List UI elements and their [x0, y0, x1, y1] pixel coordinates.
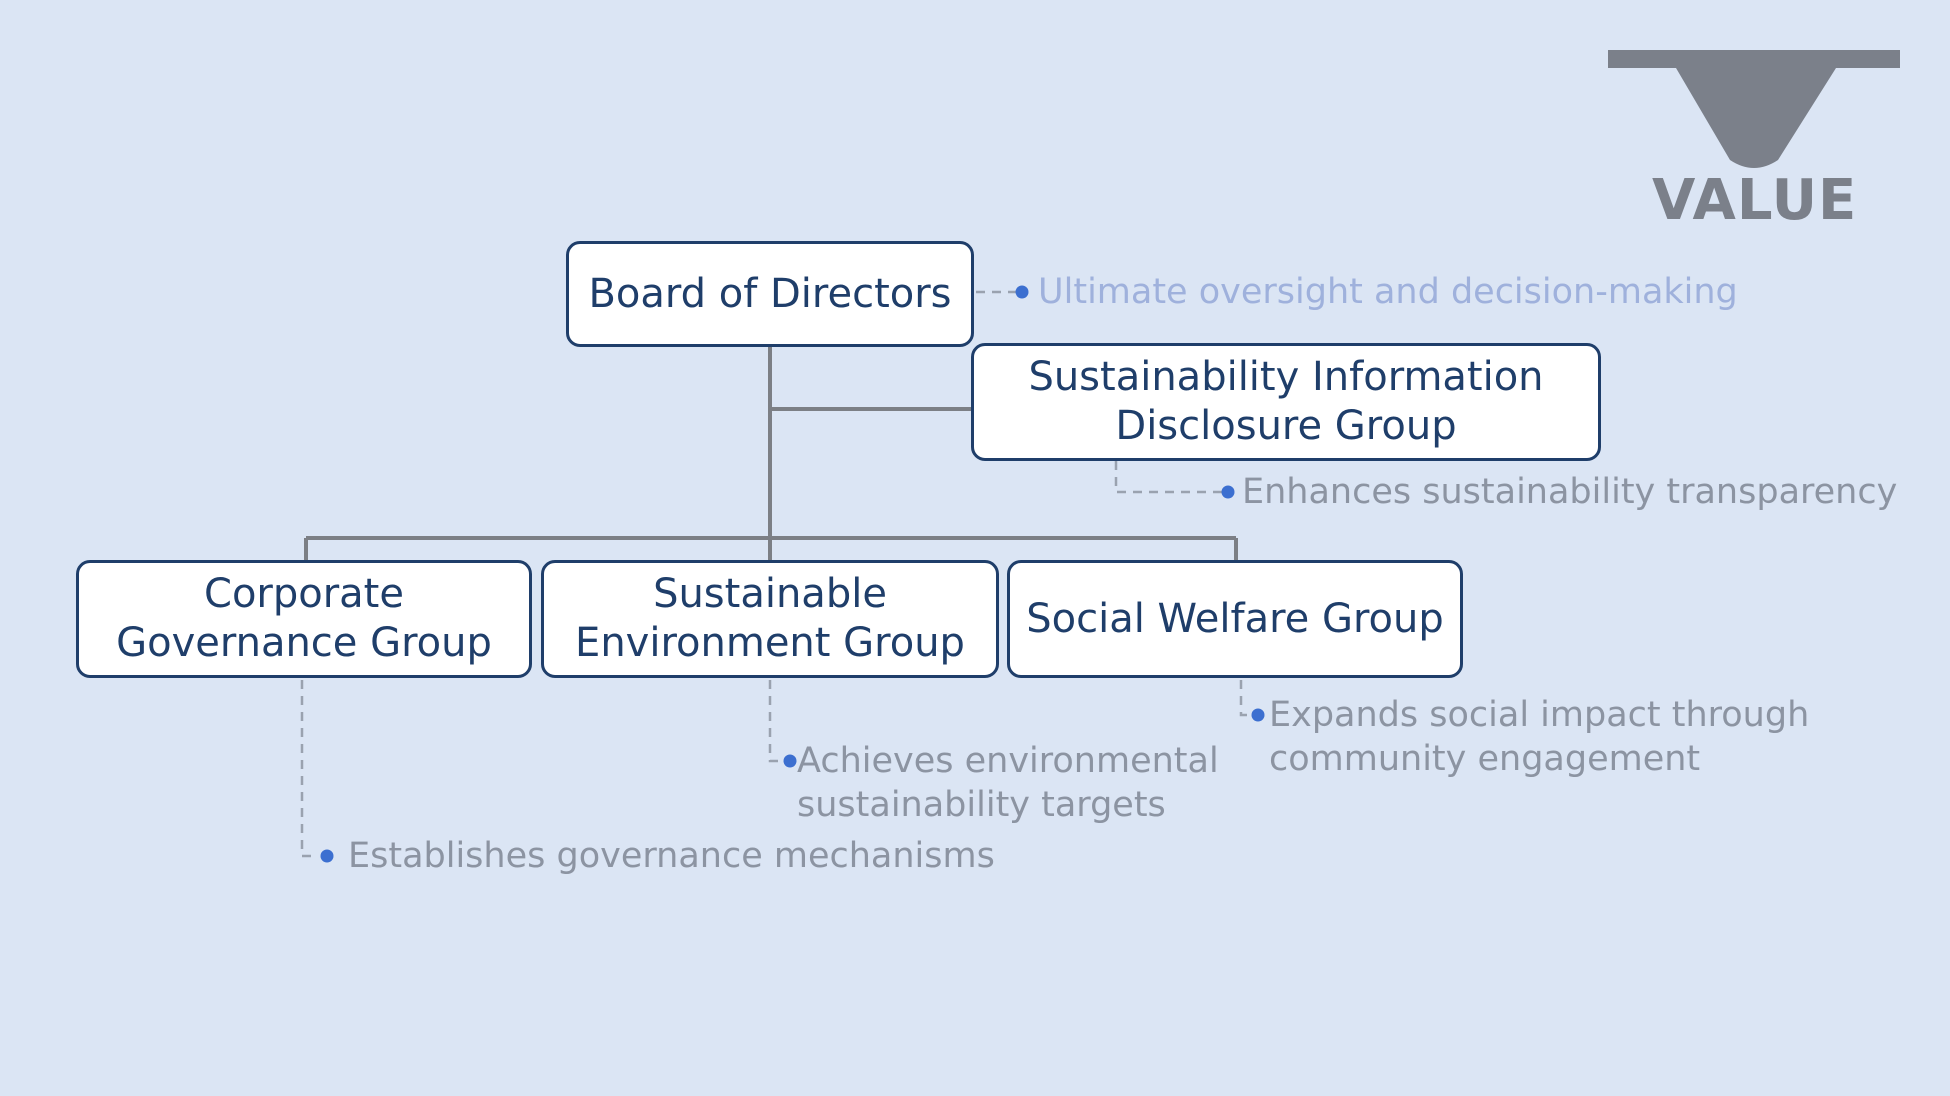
- corporate-note: Establishes governance mechanisms: [348, 836, 995, 876]
- social-note-bullet: [1251, 708, 1265, 722]
- corporate-label-line2: Governance Group: [116, 620, 492, 666]
- board-note: Ultimate oversight and decision-making: [1038, 272, 1738, 312]
- social-welfare-group-box: Social Welfare Group: [1007, 560, 1463, 678]
- board-of-directors-box: Board of Directors: [566, 241, 974, 347]
- note-bullets: [320, 285, 1265, 863]
- disclosure-note-leader: [1114, 461, 1222, 494]
- sustainability-disclosure-group-box: Sustainability Information Disclosure Gr…: [971, 343, 1601, 461]
- sustainable-environment-group-box: Sustainable Environment Group: [541, 560, 999, 678]
- corporate-note-bullet: [320, 849, 334, 863]
- social-note-line1: Expands social impact through: [1269, 695, 1810, 735]
- corporate-note-leader: [300, 680, 316, 858]
- environment-label-line2: Environment Group: [575, 620, 965, 666]
- disclosure-note-bullet: [1221, 485, 1235, 499]
- social-note: Expands social impact through community …: [1269, 693, 1809, 781]
- social-note-leader: [1239, 680, 1251, 717]
- board-of-directors-label: Board of Directors: [588, 270, 952, 317]
- social-welfare-label: Social Welfare Group: [1026, 595, 1444, 642]
- value-logo-text: VALUE: [1652, 168, 1858, 233]
- solid-connectors: [304, 345, 1238, 562]
- environment-note-line2: sustainability targets: [797, 785, 1166, 825]
- environment-note: Achieves environmental sustainability ta…: [797, 739, 1219, 827]
- environment-note-bullet: [783, 754, 797, 768]
- board-note-bullet: [1015, 285, 1029, 299]
- disclosure-note: Enhances sustainability transparency: [1242, 472, 1898, 512]
- environment-note-leader: [768, 680, 784, 763]
- dashed-connectors: [300, 290, 1251, 858]
- corporate-label-line1: Corporate: [204, 571, 404, 617]
- environment-note-line1: Achieves environmental: [797, 741, 1219, 781]
- corporate-governance-group-box: Corporate Governance Group: [76, 560, 532, 678]
- value-logo-mark: [1608, 50, 1900, 168]
- environment-label-line1: Sustainable: [653, 571, 887, 617]
- social-note-line2: community engagement: [1269, 739, 1701, 779]
- disclosure-label-line1: Sustainability Information: [1028, 354, 1544, 400]
- disclosure-label-line2: Disclosure Group: [1115, 403, 1457, 449]
